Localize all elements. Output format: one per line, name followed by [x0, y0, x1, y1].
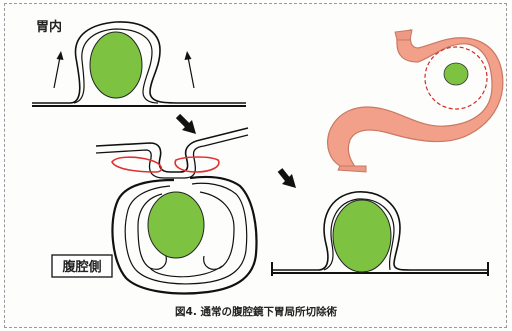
- step-arrow-1: [178, 116, 196, 134]
- bag-inner-bottom: [150, 266, 222, 277]
- figure-caption: 図4. 通常の腹腔鏡下胃局所切除術: [175, 305, 337, 318]
- cut-line-right: [175, 157, 219, 172]
- traction-arrow-left: [54, 57, 60, 88]
- stomach-illustration: [328, 30, 503, 172]
- stomach-tumor: [444, 63, 468, 85]
- tumor-3: [333, 200, 391, 272]
- cut-line-left: [112, 157, 161, 172]
- panel-stomach-inside: 胃内: [32, 19, 246, 106]
- duodenum: [338, 166, 366, 172]
- stomach-body: [328, 30, 503, 168]
- tumor-2: [148, 192, 204, 258]
- stomach-inside-label: 胃内: [36, 19, 62, 35]
- step-arrow-2: [280, 170, 296, 188]
- traction-arrow-right: [188, 57, 194, 88]
- panel-abdominal-side: 腹腔側: [52, 128, 256, 293]
- bag-inner-right: [200, 192, 234, 269]
- traction-arrow-left-head: [57, 51, 64, 60]
- tumor-1: [90, 32, 142, 98]
- step-arrow-1-shaft: [178, 116, 188, 126]
- fold-upper-outer: [96, 128, 248, 172]
- esophagus: [395, 30, 412, 40]
- traction-arrow-right-head: [185, 51, 192, 60]
- step-arrow-2-shaft: [280, 170, 288, 180]
- panel-after-resection: [272, 192, 488, 276]
- abdominal-side-label: 腹腔側: [62, 259, 101, 275]
